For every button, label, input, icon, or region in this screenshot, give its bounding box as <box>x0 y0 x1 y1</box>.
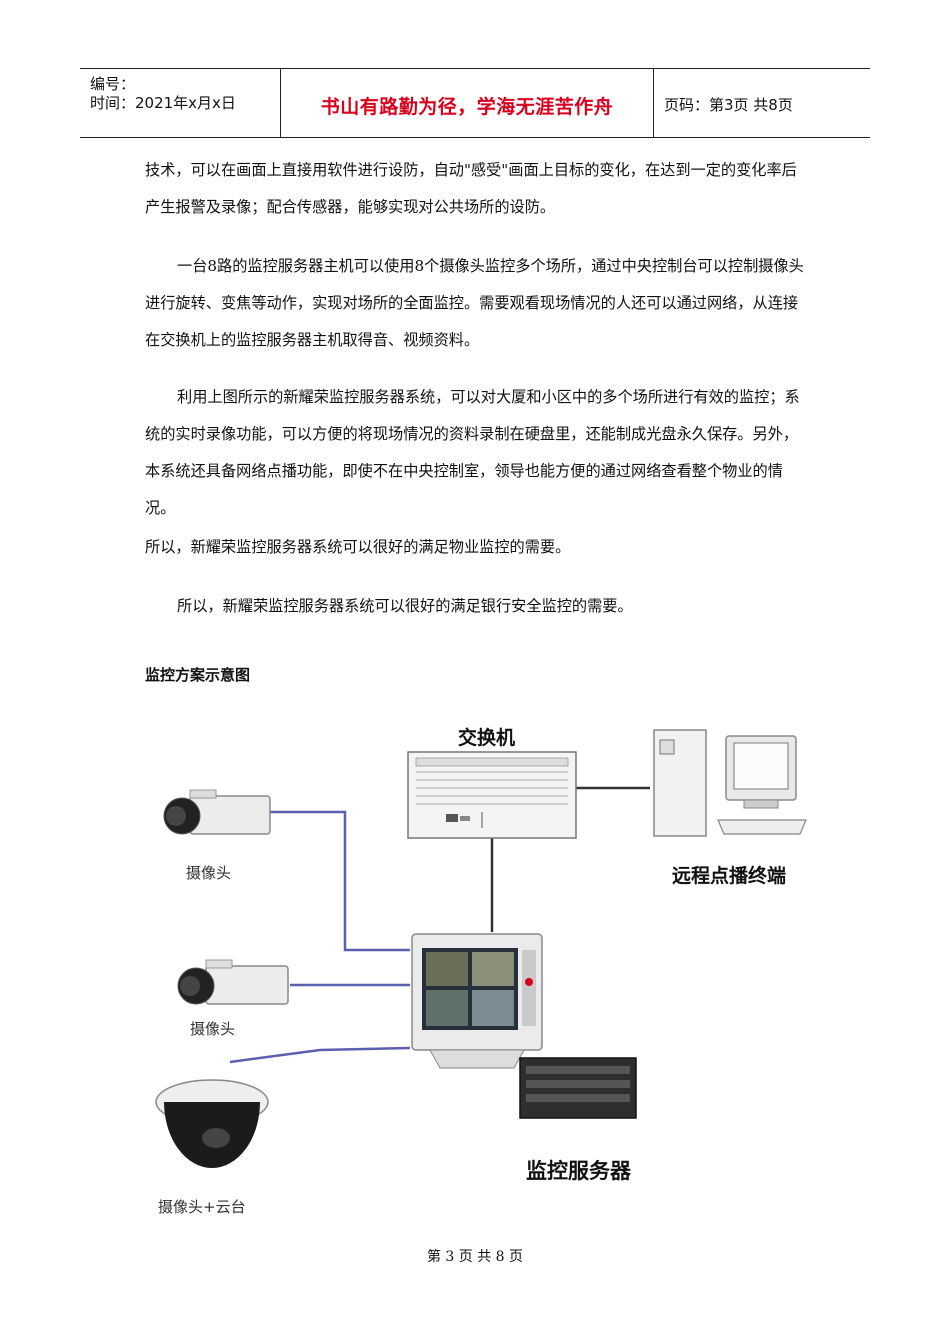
paragraph-2: 一台8路的监控服务器主机可以使用8个摄像头监控多个场所，通过中央控制台可以控制摄… <box>145 257 804 349</box>
switch-device <box>407 751 577 839</box>
camera1-label: 摄像头 <box>186 864 231 882</box>
server-monitor-device <box>411 933 543 1069</box>
header-motto-cell: 书山有路勤为径，学海无涯苦作舟 <box>281 69 654 137</box>
page-footer: 第 3 页 共 8 页 <box>426 1249 524 1265</box>
switch-label: 交换机 <box>458 726 515 749</box>
camera2-label: 摄像头 <box>190 1020 235 1038</box>
server-unit-device <box>519 1057 637 1119</box>
paragraph-1: 技术，可以在画面上直接用软件进行设防，自动"感受"画面上目标的变化，在达到一定的… <box>145 161 797 216</box>
header-page-cell: 页码：第3页 共8页 <box>654 69 870 137</box>
paragraph-3: 利用上图所示的新耀荣监控服务器系统，可以对大厦和小区中的多个场所进行有效的监控；… <box>145 388 800 517</box>
camera2-device <box>177 959 289 1005</box>
number-label: 编号： <box>90 75 136 93</box>
page-info: 页码：第3页 共8页 <box>664 96 793 114</box>
dome-link <box>229 1046 411 1064</box>
server-label: 监控服务器 <box>526 1158 632 1183</box>
monitoring-diagram: 交换机 远程点播终端 摄像头 摄像头 摄像头+云台 <box>155 726 807 1216</box>
page-header: 编号： 时间：2021年x月x日 书山有路勤为径，学海无涯苦作舟 页码：第3页 … <box>80 68 870 138</box>
paragraph-4: 所以，新耀荣监控服务器系统可以很好的满足物业监控的需要。 <box>145 538 571 556</box>
remote-label: 远程点播终端 <box>672 864 786 887</box>
camera1-device <box>163 789 271 835</box>
camera1-link <box>270 810 410 952</box>
header-meta-cell: 编号： 时间：2021年x月x日 <box>80 69 281 137</box>
figure-title: 监控方案示意图 <box>145 666 251 684</box>
motto: 书山有路勤为径，学海无涯苦作舟 <box>320 96 614 118</box>
dome-label: 摄像头+云台 <box>158 1198 246 1216</box>
dome-camera-device <box>155 1079 269 1168</box>
paragraph-5: 所以，新耀荣监控服务器系统可以很好的满足银行安全监控的需要。 <box>177 597 633 615</box>
remote-terminal-device <box>653 729 807 837</box>
time-label: 时间：2021年x月x日 <box>90 94 236 112</box>
